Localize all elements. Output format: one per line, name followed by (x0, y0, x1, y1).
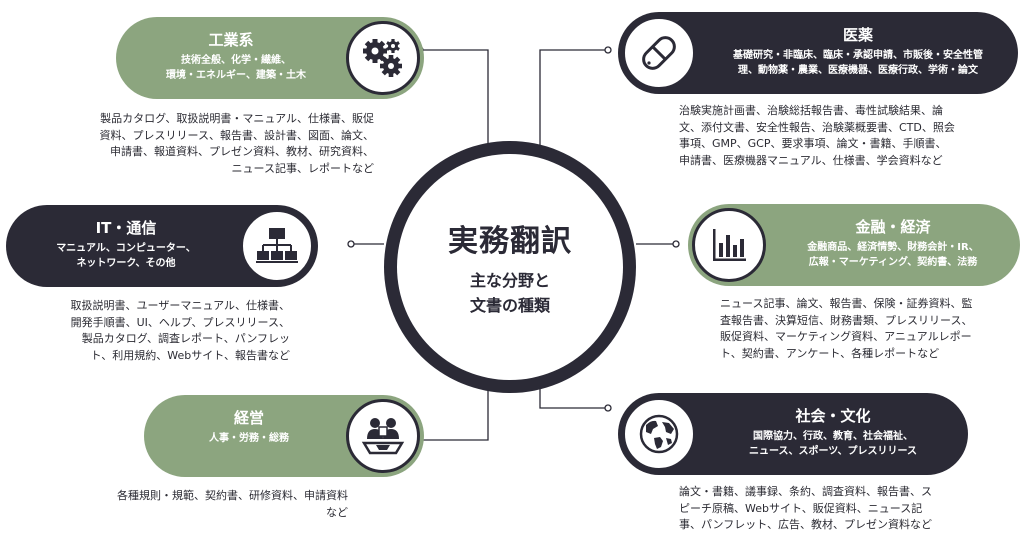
medical-title: 医薬 (842, 26, 873, 44)
connector-dot-medical (604, 46, 612, 54)
connector-dot-finance (672, 240, 680, 248)
society-title: 社会・文化 (795, 407, 871, 425)
management-detail-line1: 人事・労務・総務 (209, 433, 289, 444)
center-subtitle-line1: 主な分野と (469, 271, 550, 290)
society-pill: 社会・文化 国際協力、行政、教育、社会福祉、 ニュース、スポーツ、プレスリリース (618, 393, 968, 475)
center-subtitle-line2: 文書の種類 (469, 296, 550, 315)
industry-detail-line2: 環境・エネルギー、建築・土木 (166, 70, 306, 81)
it-detail-line1: マニュアル、コンピューター、 (56, 243, 196, 254)
center-circle: 実務翻訳 主な分野と 文書の種類 (384, 141, 636, 393)
it-detail-line2: ネットワーク、その他 (76, 258, 176, 269)
medical-detail-line2: 理、動物薬・農業、医療機器、医療行政、学術・論文 (738, 65, 978, 76)
network-icon (240, 209, 314, 283)
management-detail: 人事・労務・総務 (144, 431, 354, 446)
it-detail: マニュアル、コンピューター、 ネットワーク、その他 (6, 241, 246, 271)
it-documents: 取扱説明書、ユーザーマニュアル、仕様書、 開発手順書、UI、ヘルプ、プレスリリー… (70, 299, 290, 362)
gears-icon (346, 21, 420, 95)
management-pill: 経営 人事・労務・総務 (144, 395, 424, 477)
finance-detail-line2: 広報・マーケティング、契約書、法務 (808, 257, 978, 268)
finance-detail: 金融商品、経済情勢、財務会計・IR、 広報・マーケティング、契約書、法務 (770, 240, 1016, 270)
society-detail-line1: 国際協力、行政、教育、社会福祉、 (753, 431, 913, 442)
industry-detail: 技術全般、化学・繊維、 環境・エネルギー、建築・土木 (116, 53, 356, 83)
connector-medical (539, 49, 608, 165)
connector-dot-society (604, 404, 612, 412)
finance-pill: 金融・経済 金融商品、経済情勢、財務会計・IR、 広報・マーケティング、契約書、… (688, 204, 1020, 286)
it-pill: IT・通信 マニュアル、コンピューター、 ネットワーク、その他 (6, 205, 318, 287)
connector-industry (420, 49, 489, 165)
medical-pill: 医薬 基礎研究・非臨床、臨床・承認申請、市販後・安全性管 理、動物薬・農業、医療… (618, 12, 1018, 94)
finance-title: 金融・経済 (855, 218, 931, 236)
finance-detail-line1: 金融商品、経済情勢、財務会計・IR、 (807, 242, 979, 253)
center-title: 実務翻訳 (448, 224, 572, 259)
society-documents: 論文・書籍、議事録、条約、調査資料、報告書、ス ピーチ原稿、Webサイト、販促資… (679, 485, 932, 531)
it-title: IT・通信 (95, 219, 157, 237)
meeting-icon (346, 399, 420, 473)
medical-documents: 治験実施計画書、治験総括報告書、毒性試験結果、論 文、添付文書、安全性報告、治験… (679, 104, 955, 167)
medical-detail-line1: 基礎研究・非臨床、臨床・承認申請、市販後・安全性管 (733, 50, 983, 61)
bar-chart-icon (692, 208, 766, 282)
industry-detail-line1: 技術全般、化学・繊維、 (181, 55, 291, 66)
society-detail: 国際協力、行政、教育、社会福祉、 ニュース、スポーツ、プレスリリース (702, 429, 964, 459)
industry-title: 工業系 (208, 31, 254, 49)
industry-pill: 工業系 技術全般、化学・繊維、 環境・エネルギー、建築・土木 (116, 17, 424, 99)
management-title: 経営 (233, 409, 264, 427)
center-inner: 実務翻訳 主な分野と 文書の種類 (397, 154, 623, 380)
management-documents: 各種規則・規範、契約書、研修資料、申請資料 など (117, 489, 348, 519)
finance-documents: ニュース記事、論文、報告書、保険・証券資料、監 査報告書、決算短信、財務書類、プ… (720, 297, 973, 360)
industry-documents: 製品カタログ、取扱説明書・マニュアル、仕様書、販促 資料、プレスリリース、報告書… (99, 112, 374, 175)
capsule-icon (622, 16, 696, 90)
medical-detail: 基礎研究・非臨床、臨床・承認申請、市販後・安全性管 理、動物薬・農業、医療機器、… (702, 48, 1014, 78)
center-subtitle: 主な分野と 文書の種類 (470, 268, 550, 318)
connector-dot-it (347, 240, 355, 248)
society-detail-line2: ニュース、スポーツ、プレスリリース (749, 446, 917, 457)
connector-management (420, 370, 489, 441)
globe-icon (622, 397, 696, 471)
